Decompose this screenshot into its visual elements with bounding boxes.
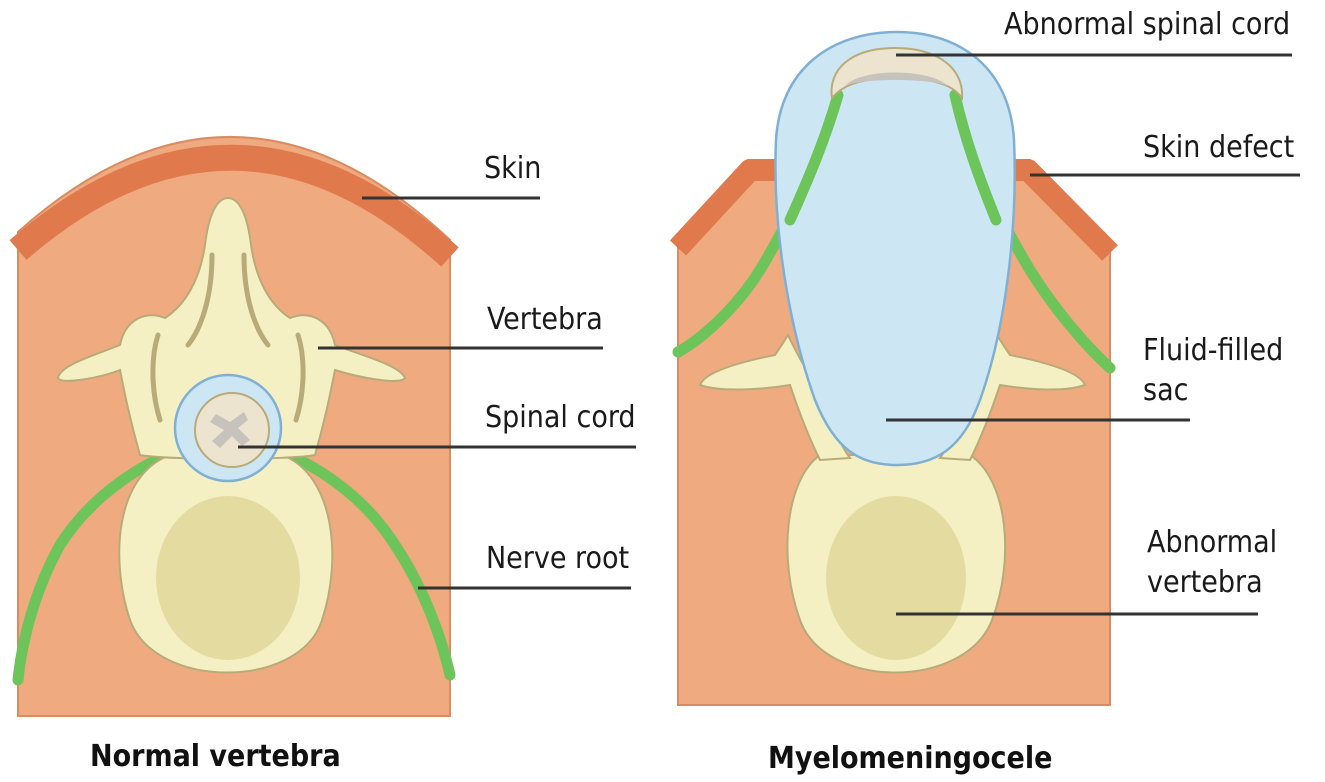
label-abnormal-spinal-cord: Abnormal spinal cord <box>1004 7 1290 42</box>
label-vertebra: Vertebra <box>487 302 603 337</box>
label-skin: Skin <box>484 151 541 186</box>
normal-vertebra-panel: Skin Vertebra Spinal cord Nerve root Nor… <box>18 137 636 774</box>
label-skin-defect: Skin defect <box>1143 130 1294 165</box>
label-nerve-root: Nerve root <box>486 541 629 576</box>
label-spinal-cord: Spinal cord <box>485 400 636 435</box>
caption-normal-vertebra: Normal vertebra <box>90 739 341 774</box>
label-abnormal: Abnormal <box>1147 525 1277 560</box>
defect-vertebral-marrow <box>826 496 966 660</box>
normal-vertebral-marrow <box>156 496 300 660</box>
label-fluid-filled: Fluid-filled <box>1143 333 1283 368</box>
myelomeningocele-panel: Abnormal spinal cord Skin defect Fluid-f… <box>678 7 1300 776</box>
caption-myelomeningocele: Myelomeningocele <box>768 741 1052 776</box>
label-vertebra-abnormal: vertebra <box>1147 565 1263 600</box>
label-sac: sac <box>1143 373 1188 408</box>
